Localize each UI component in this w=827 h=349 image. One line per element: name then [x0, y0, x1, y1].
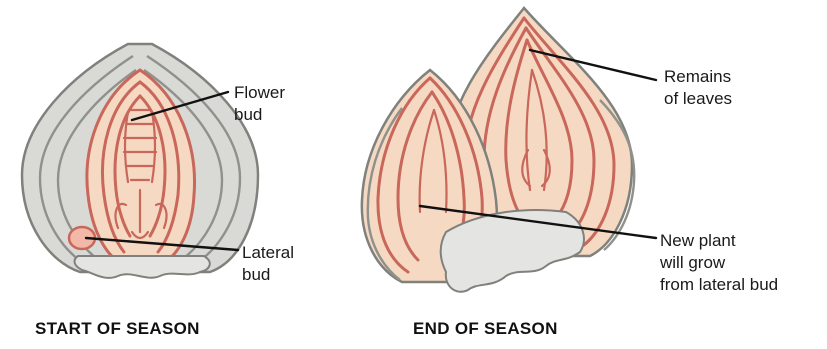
caption-start-of-season: START OF SEASON [35, 319, 200, 338]
end-of-season-bulbs [362, 8, 634, 292]
label-lateral-bud: Lateral bud [242, 243, 299, 284]
label-new-plant: New plant will grow from lateral bud [659, 231, 778, 294]
caption-end-of-season: END OF SEASON [413, 319, 558, 338]
basal-plate [75, 256, 210, 278]
label-remains-of-leaves: Remains of leaves [664, 67, 736, 108]
label-flower-bud: Flower bud [234, 83, 290, 124]
